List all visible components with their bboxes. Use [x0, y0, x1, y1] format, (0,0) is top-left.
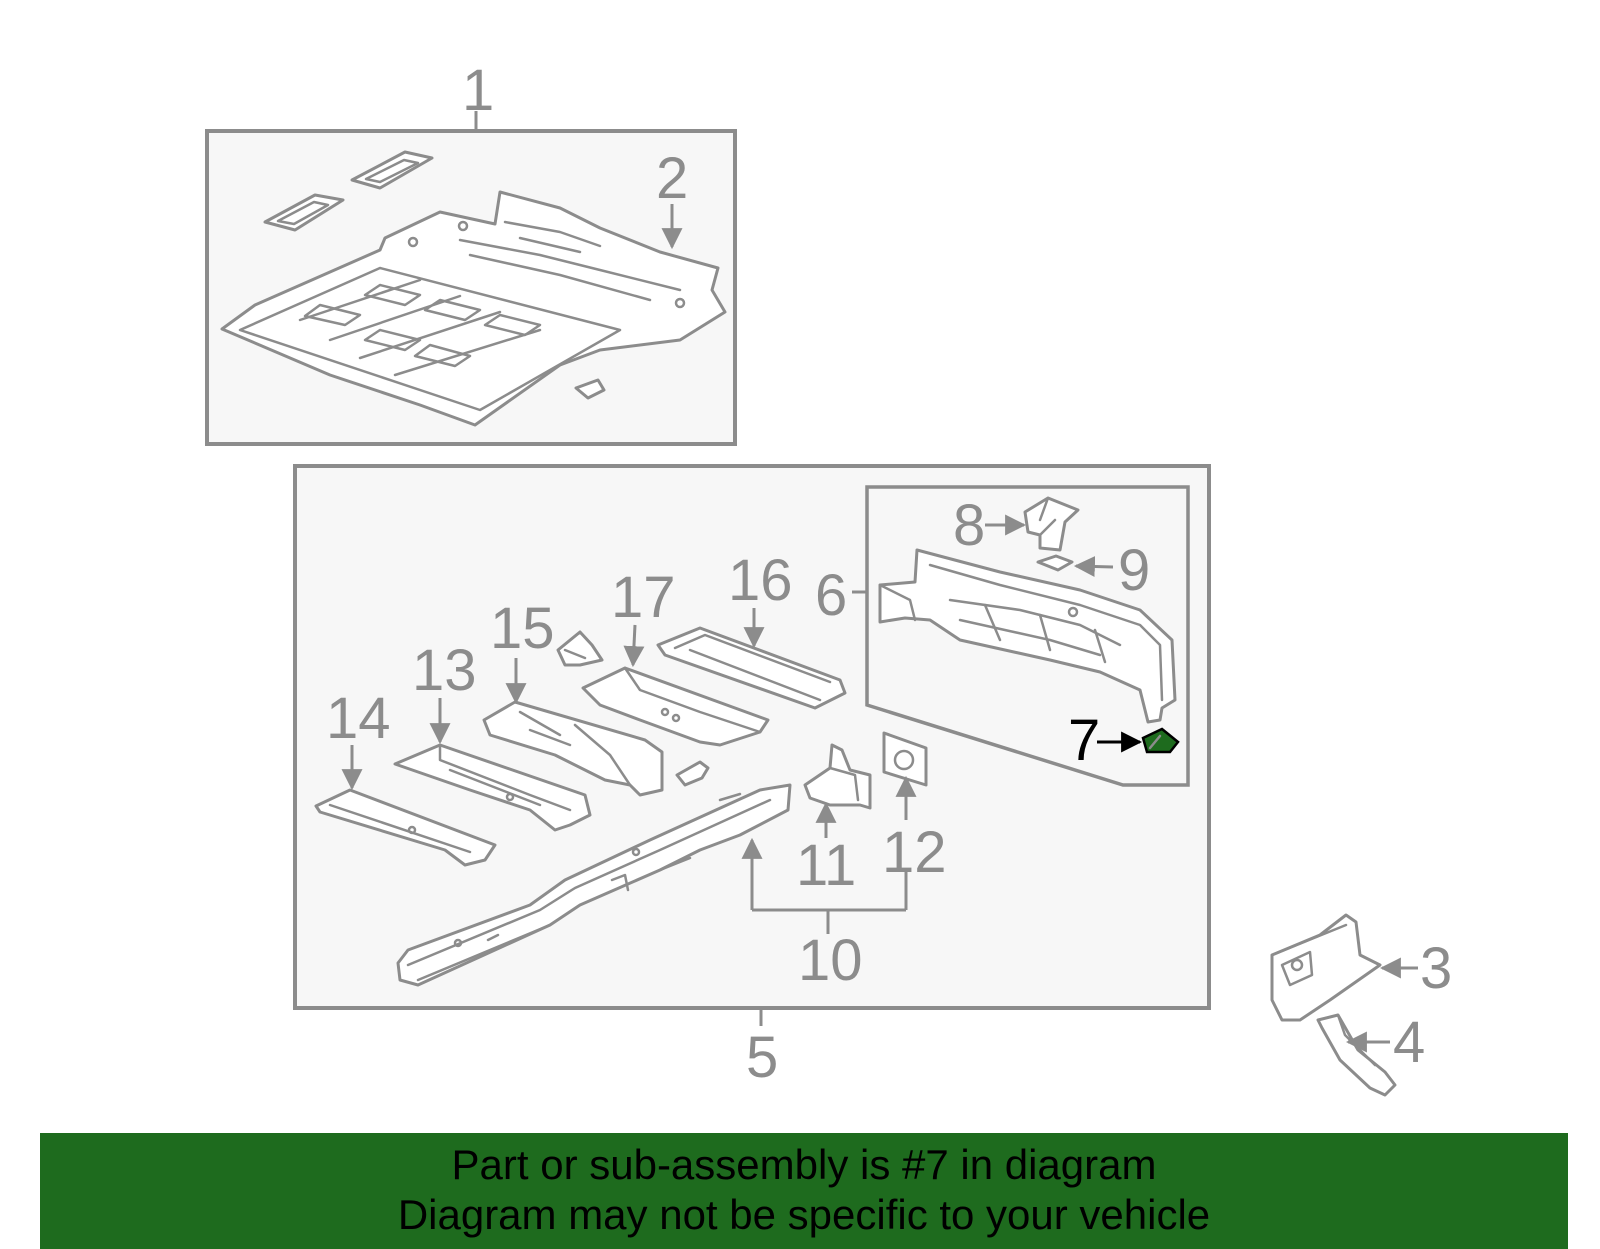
- banner-line-2: Diagram may not be specific to your vehi…: [397, 1191, 1211, 1238]
- bracket-4: [1316, 1013, 1397, 1097]
- clip: [675, 760, 710, 787]
- callout-6[interactable]: 6: [815, 563, 847, 628]
- plug-9: [1036, 554, 1074, 572]
- callout-14[interactable]: 14: [326, 686, 391, 751]
- callout-17[interactable]: 17: [611, 565, 676, 630]
- floor-panel-group: 1 2: [205, 58, 737, 446]
- callout-16[interactable]: 16: [728, 548, 793, 613]
- crossmember-15: [482, 700, 664, 797]
- callout-10[interactable]: 10: [798, 928, 863, 993]
- callout-11[interactable]: 11: [796, 833, 856, 898]
- callout-12[interactable]: 12: [882, 820, 947, 885]
- callout-4[interactable]: 4: [1393, 1010, 1425, 1075]
- crossmember-16: [656, 626, 847, 710]
- banner-line-1: Part or sub-assembly is #7 in diagram: [451, 1141, 1157, 1188]
- plate-12: [882, 731, 928, 787]
- callout-7[interactable]: 7: [1068, 708, 1100, 773]
- callout-15[interactable]: 15: [490, 596, 555, 661]
- info-banner: Part or sub-assembly is #7 in diagram Di…: [40, 1133, 1568, 1249]
- outside-parts-group: 3 4: [1270, 913, 1452, 1097]
- plug: [574, 378, 606, 400]
- callout-5[interactable]: 5: [746, 1025, 778, 1090]
- extension-3: [1270, 913, 1382, 1022]
- bracket-15: [556, 630, 604, 667]
- rail-assembly-group: 5 6 8 9 7 16 17: [293, 464, 1211, 1090]
- callout-2[interactable]: 2: [656, 146, 688, 211]
- callout-3[interactable]: 3: [1420, 936, 1452, 1001]
- callout-9[interactable]: 9: [1118, 538, 1150, 603]
- callout-1[interactable]: 1: [462, 58, 494, 123]
- callout-8[interactable]: 8: [953, 493, 985, 558]
- crossmember-17: [581, 666, 770, 747]
- callout-13[interactable]: 13: [412, 638, 477, 703]
